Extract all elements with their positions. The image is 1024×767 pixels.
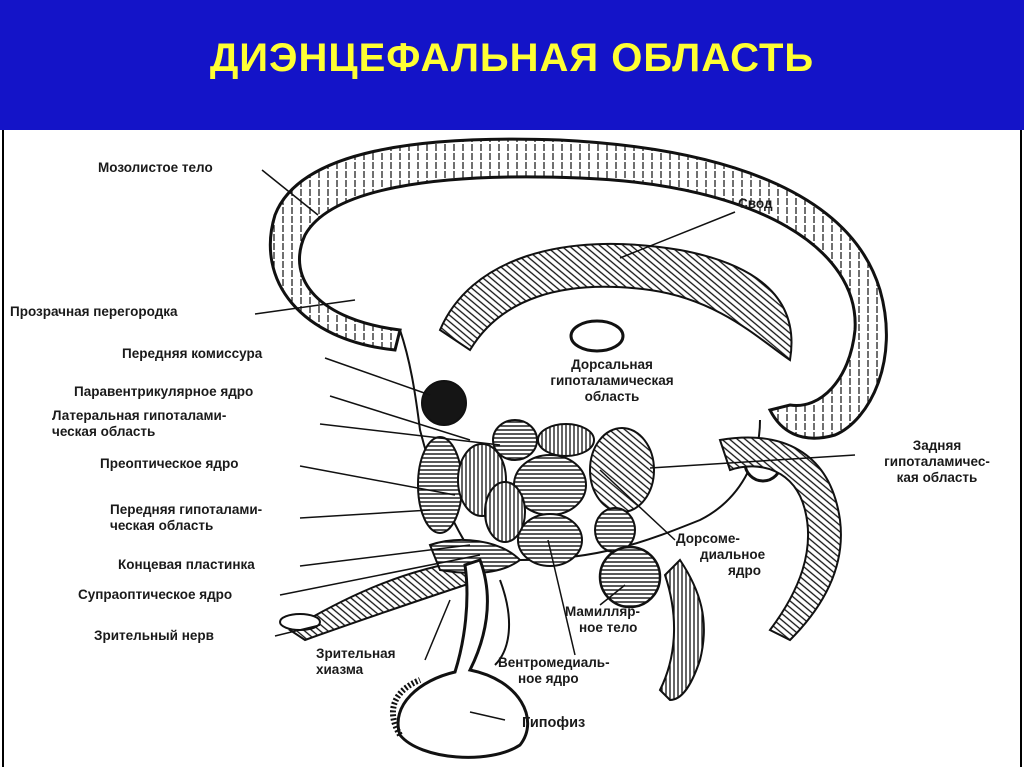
label-anterior-commissure: Передняя комиссура [122, 346, 263, 361]
label-paraventricular: Паравентрикулярное ядро [74, 384, 254, 399]
label-anterior-hypothalamic: Передняя гипоталами- ческая область [110, 502, 263, 533]
optic-nerve-end-shape [279, 613, 321, 631]
label-lamina-terminalis: Концевая пластинка [118, 557, 255, 572]
content-frame [2, 130, 1022, 767]
corpus-callosum-shape [269, 137, 888, 440]
label-pituitary: Гипофиз [522, 715, 586, 731]
title-banner: ДИЭНЦЕФАЛЬНАЯ ОБЛАСТЬ [0, 0, 1024, 130]
label-optic-chiasm: Зрительная хиазма [316, 646, 396, 677]
mammillary-body-shape [598, 545, 662, 609]
label-dorsomedial: Дорсоме- диальное ядро [676, 531, 766, 578]
tegmentum-shape [658, 558, 705, 702]
anterior-commissure-shape [421, 380, 467, 426]
label-dorsal-hypothalamic: Дорсальная гипоталамическая область [550, 357, 674, 404]
midbrain-shape [718, 436, 842, 642]
label-septum: Прозрачная перегородка [10, 304, 178, 319]
label-preoptic: Преоптическое ядро [100, 456, 239, 471]
page-title: ДИЭНЦЕФАЛЬНАЯ ОБЛАСТЬ [209, 35, 815, 80]
label-optic-nerve: Зрительный нерв [94, 628, 214, 643]
label-supraoptic: Супраоптическое ядро [78, 587, 233, 602]
label-mammillary: Мамилляр- ное тело [565, 604, 640, 635]
pituitary-shape [396, 558, 530, 759]
label-ventromedial: Вентромедиаль- ное ядро [498, 655, 610, 686]
brain-diagram [254, 137, 888, 759]
hypothalamic-nuclei [417, 419, 655, 567]
fornix-shape [438, 242, 793, 362]
label-lateral-hypothalamic: Латеральная гипоталами- ческая область [52, 408, 227, 439]
label-posterior-hypothalamic: Задняя гипоталамичес- кая область [884, 438, 990, 485]
label-corpus-callosum: Мозолистое тело [98, 160, 213, 175]
label-fornix: Свод [738, 196, 773, 211]
leader-lines [254, 169, 856, 721]
interthalamic-adhesion-shape [569, 319, 625, 353]
